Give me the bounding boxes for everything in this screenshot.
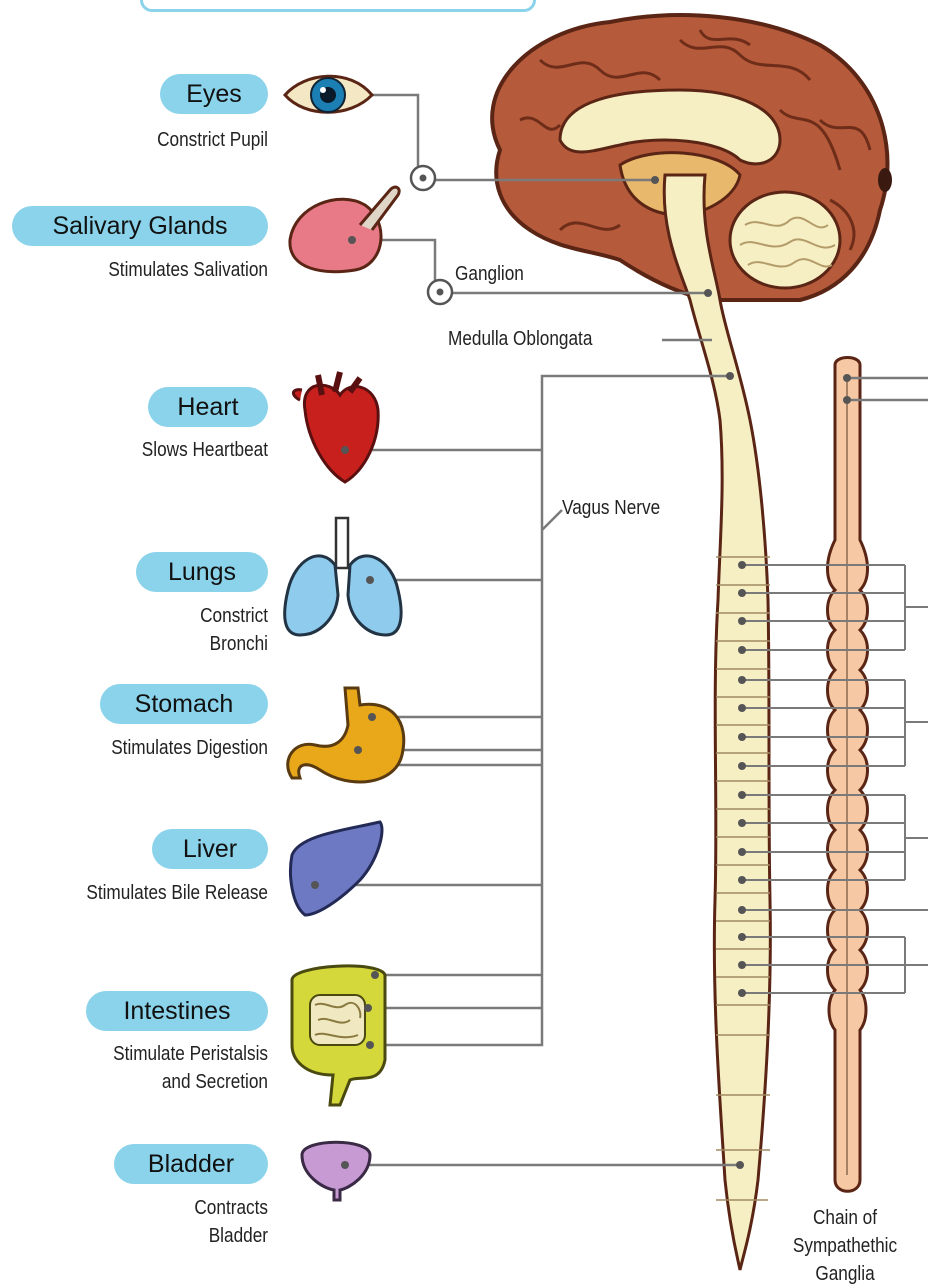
- effect-liver: Stimulates Bile Release: [38, 881, 268, 906]
- lungs-icon: [285, 518, 401, 635]
- effect-salivary-glands: Stimulates Salivation: [46, 258, 268, 283]
- effect-lungs-line2: Bronchi: [89, 632, 268, 657]
- stomach-icon: [288, 688, 404, 782]
- effect-stomach: Stimulates Digestion: [46, 736, 268, 761]
- chain-label-line1: Chain of: [781, 1206, 910, 1230]
- effect-heart: Slows Heartbeat: [72, 438, 268, 463]
- title-box-edge: [140, 0, 536, 12]
- salivary-gland-icon: [290, 187, 399, 272]
- ganglion-nodes: [411, 166, 452, 304]
- organ-label-lungs: Lungs: [136, 552, 268, 592]
- liver-icon: [291, 822, 382, 915]
- effect-bladder-line2: Bladder: [89, 1224, 268, 1249]
- vagus-nerve-label: Vagus Nerve: [562, 496, 660, 520]
- effect-intestines-line1: Stimulate Peristalsis: [46, 1042, 268, 1067]
- eye-icon: [285, 76, 372, 112]
- organ-label-eyes: Eyes: [160, 74, 268, 114]
- heart-icon: [293, 372, 378, 482]
- organ-label-bladder: Bladder: [114, 1144, 268, 1184]
- bladder-icon: [302, 1142, 370, 1200]
- chain-label-line2: Sympathethic: [781, 1234, 910, 1258]
- intestines-icon: [292, 966, 385, 1105]
- organ-label-intestines: Intestines: [86, 991, 268, 1031]
- organ-label-heart: Heart: [148, 387, 268, 427]
- organ-label-liver: Liver: [152, 829, 268, 869]
- organ-label-stomach: Stomach: [100, 684, 268, 724]
- chain-label-line3: Ganglia: [781, 1262, 910, 1286]
- ganglion-label: Ganglion: [455, 262, 524, 286]
- medulla-oblongata-label: Medulla Oblongata: [448, 327, 592, 351]
- organ-label-salivary-glands: Salivary Glands: [12, 206, 268, 246]
- effect-intestines-line2: and Secretion: [46, 1070, 268, 1095]
- effect-lungs-line1: Constrict: [89, 604, 268, 629]
- effect-bladder-line1: Contracts: [89, 1196, 268, 1221]
- effect-eyes: Constrict Pupil: [72, 128, 268, 153]
